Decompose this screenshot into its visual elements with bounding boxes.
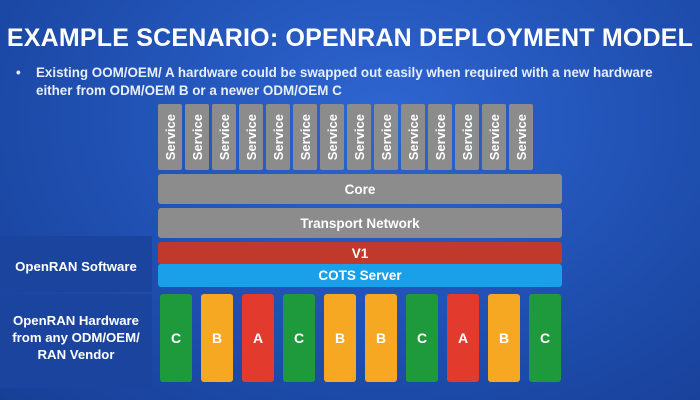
service-label: Service [378,113,394,161]
hardware-block: A [447,294,479,382]
service-block: Service [428,104,452,170]
hardware-block: B [365,294,397,382]
hardware-block: C [406,294,438,382]
openran-hardware-label-line3: RAN Vendor [37,347,115,362]
hardware-block: B [201,294,233,382]
bullet-marker: • [16,65,21,80]
service-block: Service [374,104,398,170]
service-label: Service [405,113,421,161]
page-title: EXAMPLE SCENARIO: OPENRAN DEPLOYMENT MOD… [6,24,694,52]
service-block: Service [482,104,506,170]
service-label: Service [513,113,529,161]
v1-layer: V1 [158,242,562,264]
transport-network-layer: Transport Network [158,208,562,238]
service-block: Service [185,104,209,170]
openran-hardware-label-line2: from any ODM/OEM/ [12,330,140,345]
hardware-block: A [242,294,274,382]
cots-server-layer: COTS Server [158,264,562,287]
service-block: Service [347,104,371,170]
service-label: Service [216,113,232,161]
openran-software-label: OpenRAN Software [15,259,137,274]
service-block: Service [455,104,479,170]
service-label: Service [351,113,367,161]
service-block: Service [266,104,290,170]
hardware-label-panel [0,294,152,388]
service-label: Service [189,113,205,161]
hardware-block: B [488,294,520,382]
service-block: Service [158,104,182,170]
hardware-block: B [324,294,356,382]
service-label: Service [486,113,502,161]
service-label: Service [243,113,259,161]
hardware-block: C [529,294,561,382]
service-block: Service [239,104,263,170]
service-block: Service [320,104,344,170]
openran-hardware-label-line1: OpenRAN Hardware [12,313,140,328]
core-layer: Core [158,174,562,204]
service-block: Service [212,104,236,170]
service-label: Service [270,113,286,161]
hardware-block: C [160,294,192,382]
service-label: Service [432,113,448,161]
service-label: Service [162,113,178,161]
service-block: Service [401,104,425,170]
service-label: Service [297,113,313,161]
bullet-point: • Existing OOM/OEM/ A hardware could be … [16,64,676,100]
service-block: Service [293,104,317,170]
service-label: Service [459,113,475,161]
service-block: Service [509,104,533,170]
software-label-panel [0,236,152,292]
bullet-text: Existing OOM/OEM/ A hardware could be sw… [36,65,653,98]
hardware-block: C [283,294,315,382]
service-label: Service [324,113,340,161]
